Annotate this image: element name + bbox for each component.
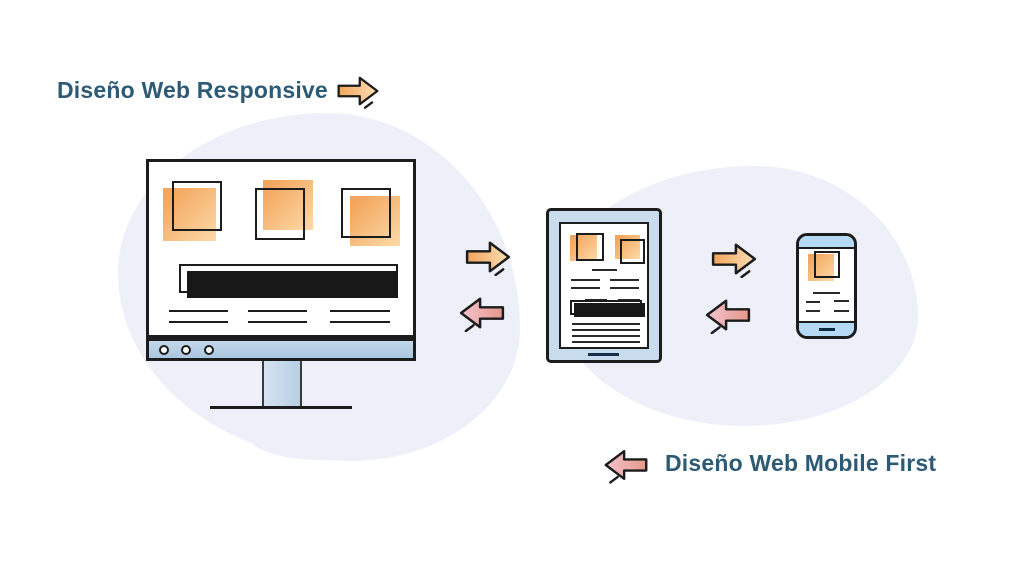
hero-square-outline <box>172 181 222 231</box>
hero-square-outline <box>620 239 645 264</box>
monitor-dot <box>159 345 169 355</box>
text-line <box>592 269 617 271</box>
tablet-screen <box>559 222 649 349</box>
phone-bottom-band <box>799 321 854 336</box>
monitor-screen <box>146 159 416 338</box>
arrow-right-icon <box>465 241 511 276</box>
text-line <box>169 321 228 323</box>
monitor-base <box>210 406 352 409</box>
monitor-dot <box>204 345 214 355</box>
smartphone-illustration <box>796 233 857 339</box>
text-line <box>834 310 849 312</box>
text-line <box>572 329 640 331</box>
text-line <box>330 310 390 312</box>
text-line <box>248 321 307 323</box>
text-line <box>610 279 639 281</box>
phone-top-band <box>799 236 854 249</box>
hero-square-outline <box>341 188 391 238</box>
hero-square-fill <box>570 235 597 261</box>
text-line <box>572 341 640 343</box>
tablet-home-button <box>588 353 619 356</box>
text-line <box>571 279 600 281</box>
tablet-illustration <box>546 208 662 365</box>
desktop-monitor-illustration <box>146 159 418 411</box>
text-line <box>806 301 820 303</box>
monitor-dot <box>181 345 191 355</box>
monitor-chin-bar <box>146 338 416 361</box>
banner-bar <box>574 303 645 317</box>
arrow-left-icon <box>705 299 751 334</box>
text-line <box>572 335 640 337</box>
arrow-right-icon <box>711 243 757 278</box>
hero-square-outline <box>814 251 840 278</box>
text-line <box>610 287 639 289</box>
text-line <box>813 292 840 294</box>
text-line <box>806 310 820 312</box>
banner-bar <box>187 271 398 298</box>
arrow-left-icon <box>604 450 648 484</box>
arrow-right-icon <box>337 76 379 109</box>
phone-home-button <box>818 328 835 331</box>
hero-square-fill <box>163 188 216 241</box>
arrow-left-icon <box>459 297 505 332</box>
mobile-first-title: Diseño Web Mobile First <box>665 450 937 476</box>
text-line <box>169 310 228 312</box>
hero-square-outline <box>255 188 305 240</box>
phone-frame <box>796 233 857 339</box>
hero-square-outline <box>576 233 604 261</box>
text-line <box>330 321 390 323</box>
text-line <box>571 287 600 289</box>
text-line <box>834 300 849 302</box>
text-line <box>572 323 640 325</box>
text-line <box>248 310 307 312</box>
monitor-stand <box>262 361 302 408</box>
responsive-title: Diseño Web Responsive <box>57 77 328 103</box>
